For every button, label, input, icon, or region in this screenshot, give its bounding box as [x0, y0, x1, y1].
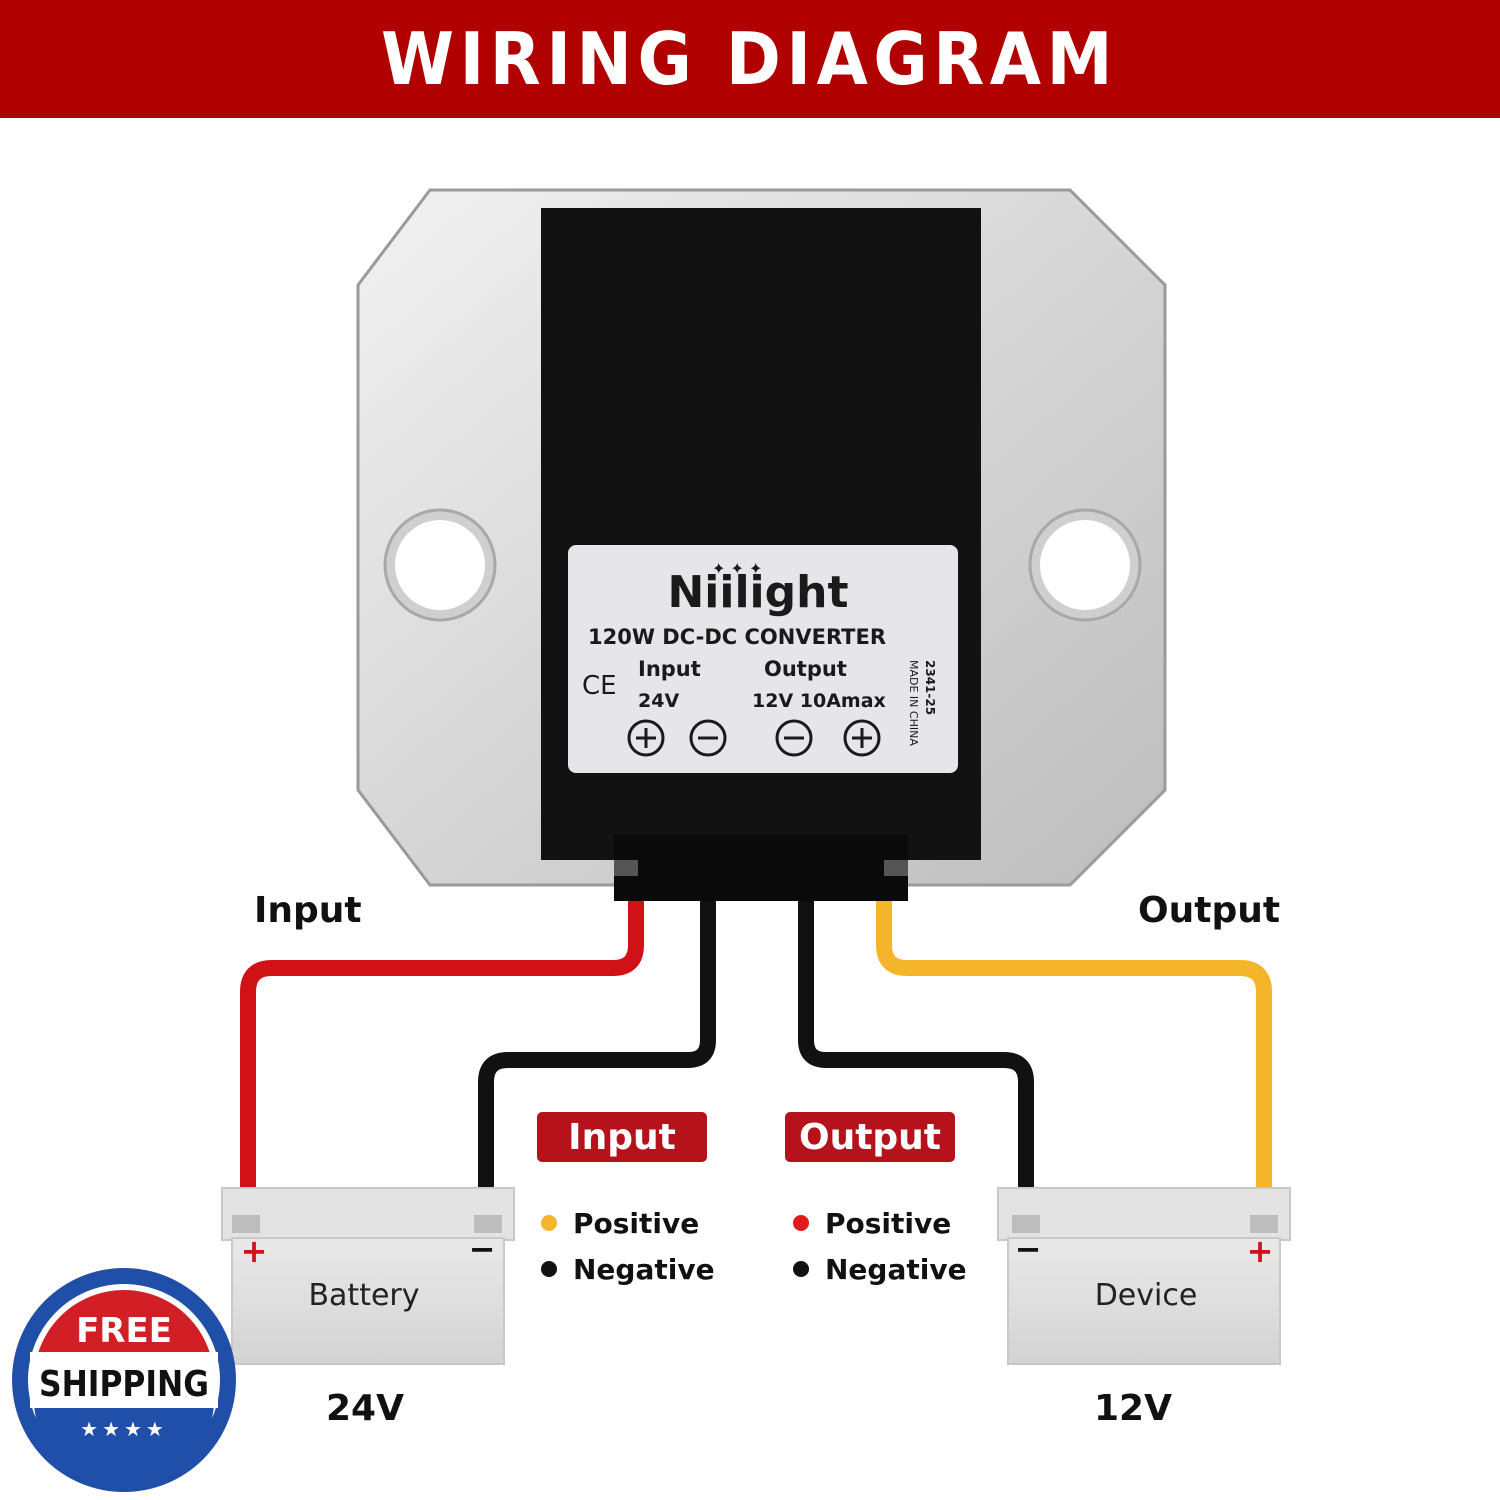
badge-shipping: SHIPPING — [39, 1364, 209, 1405]
wire-label-input: Input — [254, 890, 362, 931]
wire-input-positive-red — [240, 901, 644, 1222]
label-origin: MADE IN CHINA — [907, 660, 920, 746]
legend-output-negative: Negative — [793, 1246, 967, 1292]
label-output-spec: 12V 10Amax — [752, 690, 886, 712]
device-box — [997, 1187, 1291, 1365]
legend-input: Positive Negative — [541, 1200, 715, 1292]
label-input-voltage: 24V — [638, 690, 679, 712]
terminal-minus-icon — [775, 719, 813, 757]
product-label — [568, 545, 958, 773]
legend-output-negative-label: Negative — [825, 1252, 967, 1286]
battery-voltage: 24V — [326, 1388, 404, 1429]
header-banner: WIRING DIAGRAM — [0, 0, 1500, 118]
label-model: 120W DC-DC CONVERTER — [588, 625, 886, 649]
gland-notch-right — [884, 860, 908, 876]
battery-plus: + — [241, 1232, 268, 1270]
brand-logo: Niilight — [667, 567, 848, 618]
mount-hole-right-inner — [1040, 520, 1130, 610]
header-title: WIRING DIAGRAM — [381, 17, 1119, 101]
legend-output: Positive Negative — [793, 1200, 967, 1292]
free-shipping-badge — [12, 1268, 236, 1492]
ce-mark: CE — [582, 671, 617, 701]
terminal-plus-icon — [627, 719, 665, 757]
legend-output-positive-label: Positive — [825, 1206, 952, 1240]
mount-hole-left-inner — [395, 520, 485, 610]
red-dot-icon — [793, 1215, 809, 1231]
device-voltage: 12V — [1094, 1388, 1172, 1429]
black-dot-icon — [541, 1261, 557, 1277]
cable-gland — [614, 835, 908, 901]
wire-output-negative-black — [798, 901, 1034, 1222]
device-name: Device — [1095, 1278, 1198, 1313]
badge-stars: ★★★★ — [80, 1417, 168, 1441]
legend-input-negative-label: Negative — [573, 1252, 715, 1286]
terminal-plus-icon — [843, 719, 881, 757]
legend-input-positive: Positive — [541, 1200, 715, 1246]
black-dot-icon — [793, 1261, 809, 1277]
legend-input-negative: Negative — [541, 1246, 715, 1292]
legend-input-positive-label: Positive — [573, 1206, 700, 1240]
wire-output-positive-yellow — [876, 901, 1272, 1222]
legend-output-pill: Output — [785, 1112, 955, 1162]
device-minus: − — [1015, 1230, 1042, 1268]
gland-notch-left — [614, 860, 638, 876]
label-code: 2341-25 — [923, 660, 937, 715]
badge-free: FREE — [76, 1311, 172, 1351]
label-input: Input — [638, 657, 701, 681]
battery-minus: − — [469, 1230, 496, 1268]
yellow-dot-icon — [541, 1215, 557, 1231]
battery-box — [221, 1187, 515, 1365]
terminal-minus-icon — [689, 719, 727, 757]
device-plus: + — [1247, 1232, 1274, 1270]
legend-output-positive: Positive — [793, 1200, 967, 1246]
logo-stars: ✦ ✦ ✦ — [712, 559, 762, 578]
label-output: Output — [764, 657, 847, 681]
battery-name: Battery — [308, 1278, 419, 1313]
legend-input-pill: Input — [537, 1112, 707, 1162]
wire-label-output: Output — [1138, 890, 1281, 931]
wire-input-negative-black — [478, 901, 716, 1222]
